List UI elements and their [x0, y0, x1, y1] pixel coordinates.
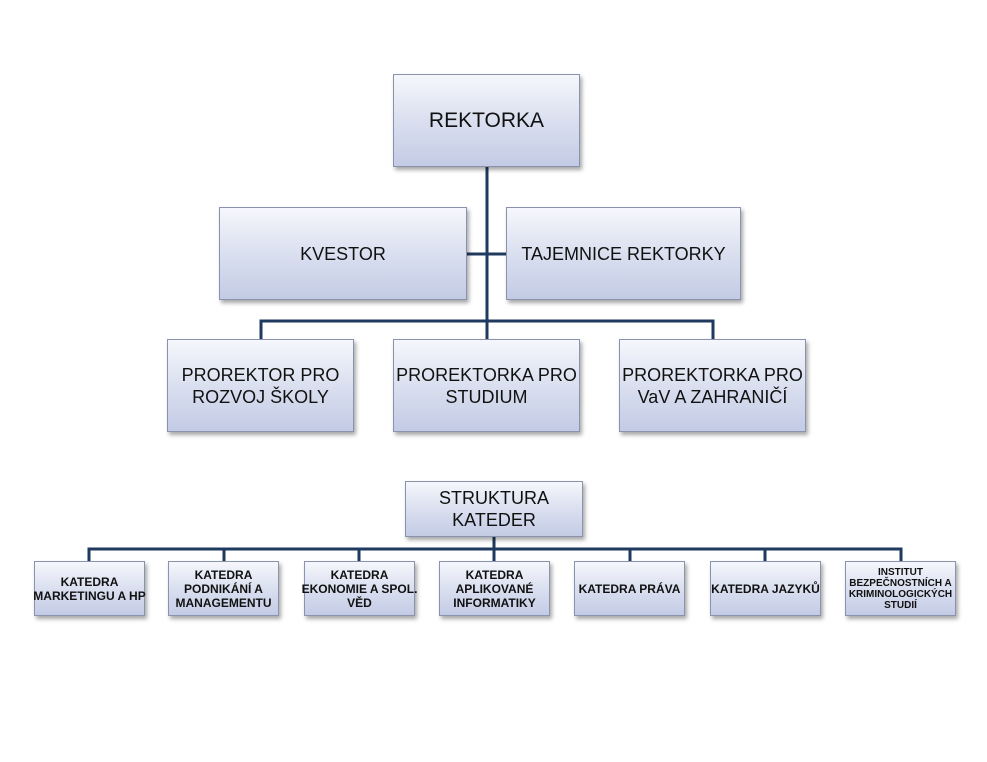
- node-struktura-label: STRUKTURA KATEDER: [438, 488, 549, 530]
- node-dept-podnikani-line-1: KATEDRA: [194, 567, 253, 582]
- node-prorektorka-studium-line-2: STUDIUM: [445, 386, 528, 407]
- node-prorektor-rozvoj: PROREKTOR PRO ROZVOJ ŠKOLY: [167, 339, 354, 432]
- node-prorektorka-vav-line-2: VaV A ZAHRANIČÍ: [637, 386, 788, 407]
- node-prorektorka-studium: PROREKTORKA PRO STUDIUM: [393, 339, 580, 432]
- node-dept-prava: KATEDRA PRÁVA: [574, 561, 685, 616]
- node-dept-informatika: KATEDRA APLIKOVANÉ INFORMATIKY: [439, 561, 550, 616]
- node-institut: INSTITUT BEZPEČNOSTNÍCH A KRIMINOLOGICKÝ…: [845, 561, 956, 616]
- node-prorektorka-vav: PROREKTORKA PRO VaV A ZAHRANIČÍ: [619, 339, 806, 432]
- node-tajemnice-rektorky: TAJEMNICE REKTORKY: [506, 207, 741, 300]
- node-prorektor-rozvoj-line-2: ROZVOJ ŠKOLY: [192, 386, 329, 407]
- node-institut-line-1: INSTITUT: [878, 566, 923, 578]
- node-dept-informatika-line-1: KATEDRA: [465, 567, 524, 582]
- node-kvestor: KVESTOR: [219, 207, 467, 300]
- node-institut-line-2: BEZPEČNOSTNÍCH A: [849, 577, 952, 589]
- node-dept-marketing: KATEDRA MARKETINGU A HP: [33, 561, 146, 616]
- node-dept-ekonomie-line-1: KATEDRA: [330, 567, 389, 582]
- node-dept-podnikani-line-2: PODNIKÁNÍ A: [184, 581, 263, 596]
- node-dept-ekonomie-line-3: VĚD: [347, 595, 372, 610]
- node-institut-line-3: KRIMINOLOGICKÝCH: [848, 588, 953, 600]
- node-dept-jazyku-label: KATEDRA JAZYKŮ: [711, 581, 820, 596]
- node-dept-podnikani-line-3: MANAGEMENTU: [175, 595, 272, 610]
- node-institut-line-4: STUDIÍ: [884, 599, 917, 611]
- node-prorektorka-vav-line-1: PROREKTORKA PRO: [622, 364, 803, 385]
- node-dept-jazyku: KATEDRA JAZYKŮ: [710, 561, 821, 616]
- node-dept-marketing-line-2: MARKETINGU A HP: [33, 588, 146, 603]
- node-struktura-kateder: STRUKTURA KATEDER: [405, 481, 583, 537]
- node-prorektorka-studium-line-1: PROREKTORKA PRO: [396, 364, 577, 385]
- node-dept-podnikani: KATEDRA PODNIKÁNÍ A MANAGEMENTU: [168, 561, 279, 616]
- node-dept-prava-label: KATEDRA PRÁVA: [578, 581, 681, 596]
- node-tajemnice-label: TAJEMNICE REKTORKY: [521, 243, 726, 264]
- node-dept-ekonomie: KATEDRA EKONOMIE A SPOL. VĚD: [301, 561, 418, 616]
- node-kvestor-label: KVESTOR: [300, 243, 386, 264]
- node-dept-informatika-line-2: APLIKOVANÉ: [455, 581, 534, 596]
- node-rektorka: REKTORKA: [393, 74, 580, 167]
- node-dept-ekonomie-line-2: EKONOMIE A SPOL.: [301, 581, 418, 596]
- node-dept-informatika-line-3: INFORMATIKY: [453, 595, 536, 610]
- node-dept-marketing-line-1: KATEDRA: [60, 574, 119, 589]
- node-rektorka-label: REKTORKA: [428, 108, 545, 132]
- node-prorektor-rozvoj-line-1: PROREKTOR PRO: [181, 364, 340, 385]
